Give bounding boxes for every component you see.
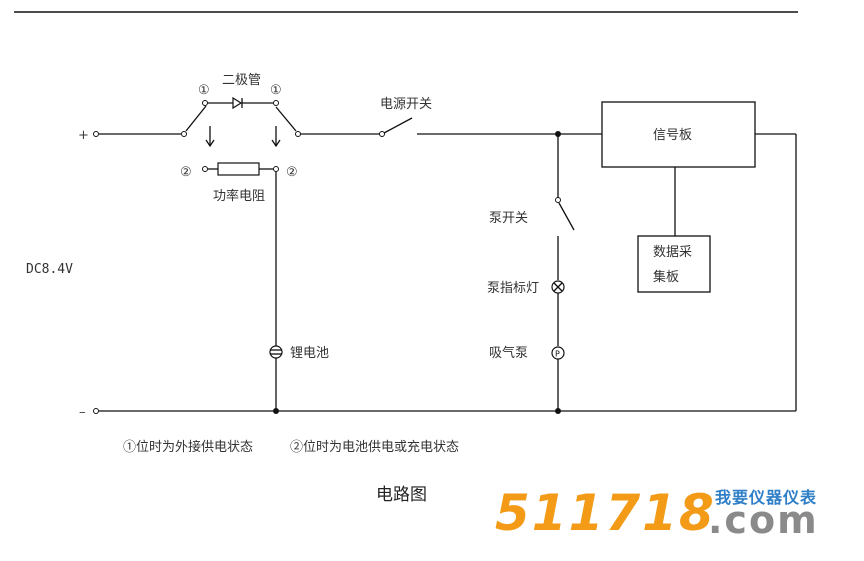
pump-switch-label: 泵开关 [489, 211, 528, 226]
diode-icon [207, 96, 273, 110]
air-pump-icon: P [551, 346, 565, 360]
pump-indicator-lamp-icon [551, 280, 565, 294]
pos1-left-label: ① [198, 83, 210, 98]
voltage-label: DC8.4V [26, 262, 73, 277]
pump-symbol: P [555, 350, 560, 359]
data-board-label-line1: 数据采 [653, 245, 692, 260]
pos1-right-label: ① [270, 83, 282, 98]
air-pump-label: 吸气泵 [489, 345, 528, 361]
battery-icon [269, 345, 283, 359]
positive-terminal [93, 131, 99, 137]
pump-indicator-label: 泵指标灯 [487, 281, 539, 296]
watermark-domain: .com [708, 498, 819, 542]
note-position-2: ②位时为电池供电或充电状态 [290, 439, 459, 455]
data-board-label-line2: 集板 [653, 269, 679, 285]
note-position-1: ①位时为外接供电状态 [123, 439, 253, 455]
negative-terminal [93, 408, 99, 414]
junction-bottom-left [273, 408, 279, 414]
resistor-left-terminal [202, 166, 208, 172]
junction-bottom-right [555, 408, 561, 414]
pos2-right-label: ② [286, 165, 298, 180]
pos2-left-label: ② [180, 165, 192, 180]
negative-terminal-label: – [79, 405, 86, 420]
pump-switch [555, 197, 575, 231]
watermark-number: 511718 [495, 484, 716, 542]
watermark-chinese: 我要仪器仪表 [715, 488, 818, 507]
resistor-label: 功率电阻 [213, 188, 265, 204]
resistor-icon [208, 162, 273, 176]
right-changeover-switch: ① [270, 83, 301, 148]
resistor-right-terminal [273, 166, 279, 172]
power-switch [379, 117, 413, 137]
diode-label: 二极管 [222, 73, 261, 88]
positive-terminal-label: + [78, 128, 89, 143]
signal-board-label: 信号板 [653, 128, 692, 143]
data-acquisition-board [637, 235, 711, 293]
diagram-title: 电路图 [376, 485, 427, 505]
left-changeover-switch: ① [181, 83, 215, 148]
power-switch-label: 电源开关 [380, 97, 432, 112]
battery-label: 锂电池 [290, 346, 329, 361]
